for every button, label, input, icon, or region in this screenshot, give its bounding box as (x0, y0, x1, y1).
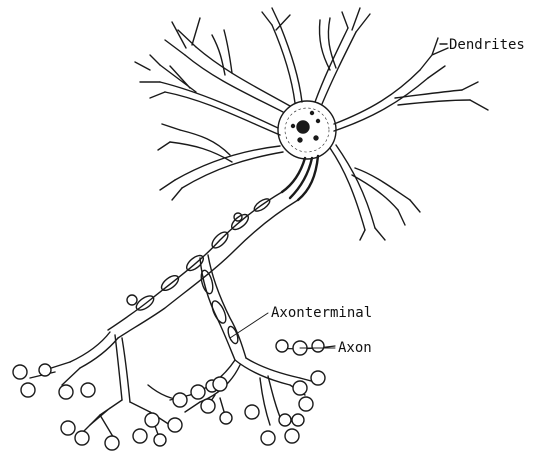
dendrites (135, 8, 488, 240)
dendrites-label: Dendrites (449, 37, 525, 53)
terminal-bulbs (13, 340, 325, 450)
axon-label: Axon (338, 340, 372, 356)
axon (108, 156, 318, 360)
axon-terminal-label: Axonterminal (271, 305, 372, 321)
cell-body (278, 101, 336, 159)
